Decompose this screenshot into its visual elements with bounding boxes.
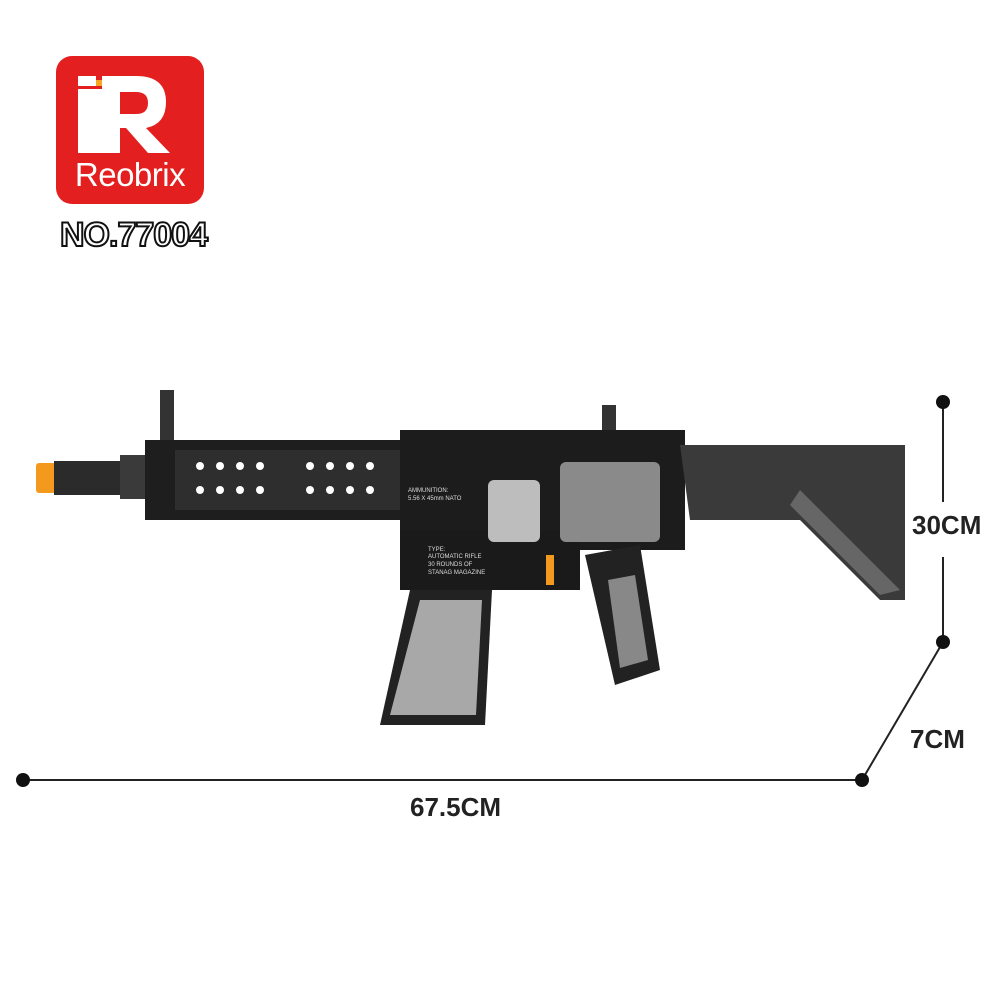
dimension-lines <box>16 395 950 787</box>
print-ammunition-value: 5.56 X 45mm NATO <box>408 496 462 502</box>
logo-ir-mark <box>78 76 170 153</box>
brand-logo: Reobrix <box>56 56 204 204</box>
rifle-body: AMMUNITION: 5.56 X 45mm NATO TYPE: AUTOM… <box>36 390 905 725</box>
print-type-line2: 30 ROUNDS OF <box>428 562 473 568</box>
print-type-label: TYPE: <box>428 547 446 553</box>
print-type-line3: STANAG MAGAZINE <box>428 570 485 576</box>
model-number: NO.77004 <box>59 215 209 255</box>
print-ammunition-label: AMMUNITION: <box>408 488 449 494</box>
length-dimension-label: 67.5CM <box>410 792 502 822</box>
brand-name: Reobrix <box>74 156 186 193</box>
print-type-line1: AUTOMATIC RIFLE <box>428 554 481 560</box>
depth-dimension-label: 7CM <box>910 724 965 754</box>
height-dimension-label: 30CM <box>912 510 982 540</box>
